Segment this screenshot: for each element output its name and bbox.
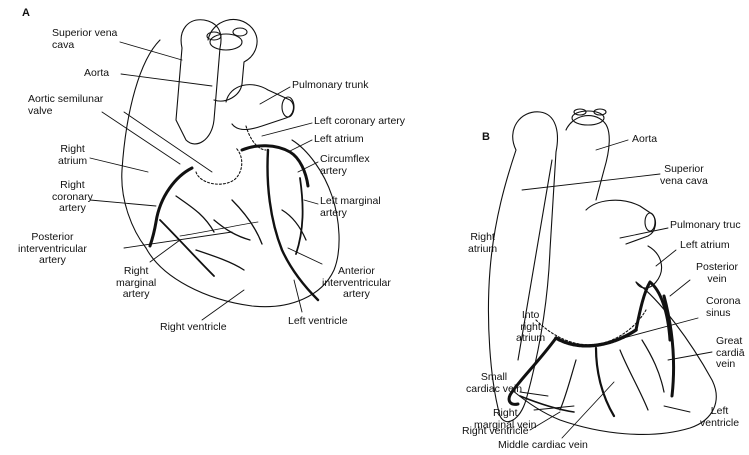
a-right-ventricle-label: Right ventricle <box>160 322 227 334</box>
a-pulmonary-trunk-shape <box>226 85 293 130</box>
b-small-cardiac-vein-label: Small cardiac vein <box>466 372 522 395</box>
a-aorta-label: Aorta <box>84 68 109 80</box>
b-left-atrium-label: Left atrium <box>680 240 730 252</box>
a-left-atrium-label: Left atrium <box>314 134 364 146</box>
b-great-cardiac-vein-label: Great cardiā vein <box>716 336 745 371</box>
a-left-coronary-circumflex <box>242 146 308 186</box>
a-left-coronary-artery-label: Left coronary artery <box>314 116 405 128</box>
panel-b-letter: B <box>482 132 490 144</box>
panel-a-letter: A <box>22 8 30 20</box>
a-left-ventricle-label: Left ventricle <box>288 316 348 328</box>
b-pulmonary-opening <box>645 213 655 231</box>
b-coronary-sinus-label: Corona sinus <box>706 296 740 319</box>
a-pulmonary-trunk-opening <box>282 97 294 117</box>
b-heart-outline <box>512 160 716 434</box>
b-coronary-sinus-dotted <box>536 310 646 345</box>
panel-b-drawing <box>488 109 716 438</box>
a-heart-outline <box>146 140 339 307</box>
b-into-right-atrium-label: Into right atrium <box>516 310 545 345</box>
a-aorta-branch-top <box>210 34 242 50</box>
b-superior-vena-cava-label: Superior vena cava <box>660 164 708 187</box>
a-anterior-interventricular-artery-label: Anterior interventricular artery <box>322 266 391 301</box>
a-right-atrium-shape <box>122 40 160 248</box>
b-aorta-shape <box>566 116 609 200</box>
a-pulmonary-trunk-label: Pulmonary trunk <box>292 80 368 92</box>
b-right-atrium-label: Right atrium <box>468 232 497 255</box>
a-superior-vena-cava-label: Superior vena cava <box>52 28 117 51</box>
a-left-marginal-artery-label: Left marginal artery <box>320 196 381 219</box>
b-middle-cardiac-vein-label: Middle cardiac vein <box>498 440 588 452</box>
b-aorta-label: Aorta <box>632 134 657 146</box>
a-right-coronary-artery <box>150 168 192 246</box>
a-posterior-interventricular-artery-label: Posterior interventricular artery <box>18 232 87 267</box>
b-right-ventricle-label: Right ventricle <box>462 426 529 438</box>
a-left-marginal-artery <box>296 178 303 254</box>
b-small-vein-branches <box>560 340 664 410</box>
a-circumflex-artery-label: Circumflex artery <box>320 154 370 177</box>
a-aortic-semilunar-valve-label: Aortic semilunar valve <box>28 94 103 117</box>
a-right-marginal-artery <box>160 220 214 276</box>
a-anterior-interventricular-artery <box>268 150 318 300</box>
b-middle-cardiac-vein <box>596 348 614 416</box>
a-right-atrium-label: Right atrium <box>58 144 87 167</box>
a-right-marginal-artery-label: Right marginal artery <box>116 266 156 301</box>
a-aorta-branch-2 <box>233 28 247 36</box>
a-right-coronary-artery-label: Right coronary artery <box>52 180 93 215</box>
b-posterior-vein-label: Posterior vein <box>696 262 738 285</box>
b-great-cardiac-vein <box>636 282 670 340</box>
b-pulmonary-trunk-label: Pulmonary truc <box>670 220 741 232</box>
b-left-ventricle-label: Left ventricle <box>700 406 739 429</box>
